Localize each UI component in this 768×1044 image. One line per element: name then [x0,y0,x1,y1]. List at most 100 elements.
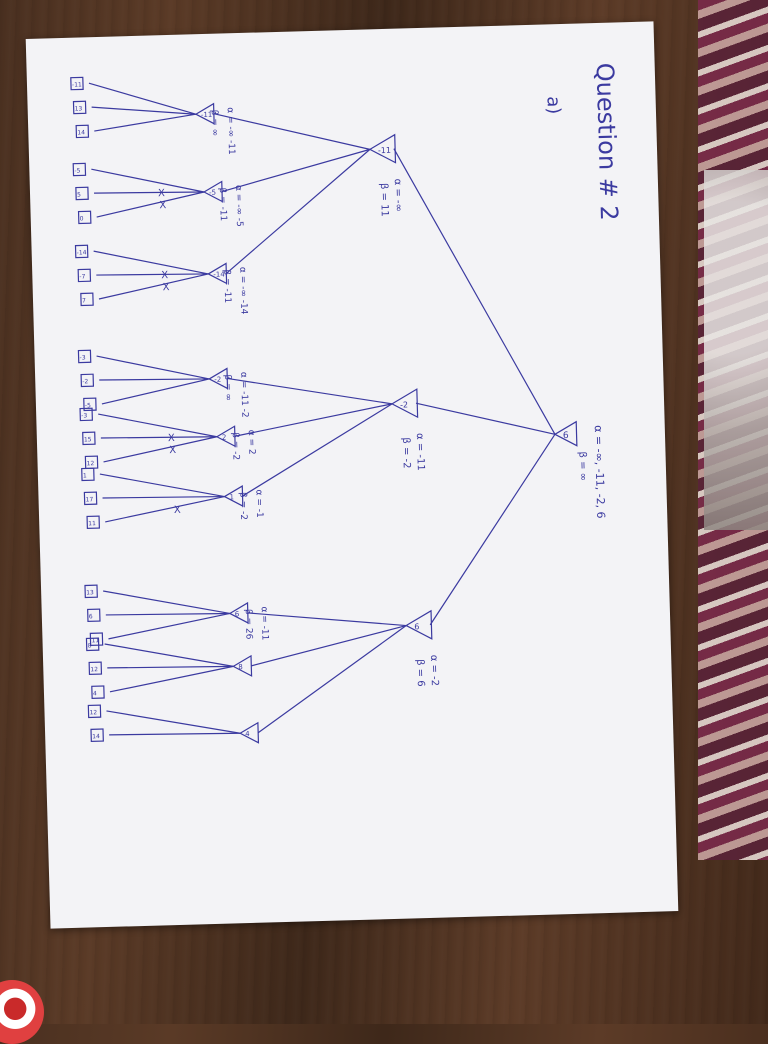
l2-node [232,654,253,677]
l2-alpha: α = -11 [259,606,270,640]
leaf-value: -3 [81,412,87,419]
edge-root-l1 [429,433,556,626]
l2-value: -5 [209,189,216,197]
l2-value: 6 [235,610,240,618]
leaf-value: 8 [88,642,92,649]
edge-l2-leaf [107,665,234,669]
edge-l1-l2 [242,403,393,497]
l2-node [202,180,223,203]
edge-l1-l2 [257,625,407,734]
leaf-value: -2 [82,378,88,385]
question-heading: Question # 2 [591,62,623,221]
edge-l1-l2 [227,377,393,405]
edge-l2-leaf [108,612,230,640]
l2-alpha: α = -∞ -14 [237,267,248,315]
edge-l2-leaf [103,590,230,615]
leaf-value: 17 [85,496,93,503]
edge-l2-leaf [91,106,196,115]
leaf-box [82,431,96,446]
leaf-value: 5 [77,191,81,198]
leaf-box [74,244,89,259]
l2-alpha: α = -1 [253,489,264,517]
edge-l2-leaf [96,355,210,380]
leaf-value: 14 [77,129,85,136]
l2-value: 8 [238,663,243,671]
prune-mark: X [174,505,181,516]
l2-alpha: α = -∞ -5 [233,185,244,227]
edge-l2-leaf [101,378,210,405]
edge-l2-leaf [99,473,225,498]
l2-node [223,485,244,508]
edge-l2-leaf [96,191,205,218]
prune-mark: X [159,200,166,211]
leaf-box [89,632,104,646]
edge-l2-leaf [109,732,241,736]
leaf-value: -5 [85,402,91,409]
edge-l1-l2 [213,113,371,150]
leaf-box [83,491,98,506]
leaf-value: 7 [82,297,86,304]
edge-l2-leaf [102,495,225,499]
l1-beta: β = 11 [378,183,390,217]
leaf-value: -3 [80,354,86,361]
edge-l2-leaf [91,168,205,193]
edge-l2-leaf [100,436,217,439]
leaf-box [75,186,89,201]
prune-mark: X [161,270,168,281]
l2-value: 4 [245,730,250,738]
leaf-box [83,397,97,412]
leaf-box [86,515,100,530]
l2-beta: β = 26 [243,609,254,640]
leaf-value: 12 [89,709,97,716]
l2-value: 1 [229,493,234,501]
l2-beta: β = -2 [230,432,241,460]
tree-nodes [70,76,578,744]
leaf-box [84,584,98,599]
l2-node [194,102,215,125]
edge-l2-leaf [99,378,210,381]
root-node [553,420,578,447]
leaf-box [87,608,101,623]
leaf-box [81,467,95,482]
leaf-value: 12 [86,460,94,467]
l2-value: -14 [213,270,225,278]
leaf-box [85,637,100,652]
edge-l1-l2 [247,612,407,627]
prune-mark: X [169,445,176,456]
edge-l1-l2 [225,148,371,274]
edge-l2-leaf [105,495,225,523]
leaf-box [88,661,103,676]
leaf-box [72,162,87,177]
leaf-value: 11 [91,637,99,644]
l2-node [228,601,249,624]
l1-alpha: α = -11 [414,433,426,471]
l1-beta: β = 6 [414,659,426,687]
plastic-bag [704,170,768,530]
edge-root-l1 [415,402,556,435]
l2-value: -2 [214,376,221,384]
leaf-value: -11 [72,81,82,88]
edge-l1-l2 [251,624,407,667]
root-beta: β = ∞ [576,451,588,481]
l2-beta: β = ∞ [222,374,233,401]
l2-beta: β = -11 [217,187,228,221]
l1-value: -11 [378,146,391,155]
edge-l2-leaf [106,710,241,734]
leaf-box [90,728,104,742]
edge-l2-leaf [94,113,196,132]
l2-beta: β = ∞ [209,110,220,137]
edge-l2-leaf [105,612,230,616]
l2-value: 2 [222,433,227,441]
leaf-value: 6 [89,613,93,620]
l2-beta: β = -2 [237,492,248,520]
leaf-box [72,100,87,115]
l1-value: -2 [400,400,408,409]
leaf-box [91,685,105,699]
edge-l2-leaf [104,643,234,667]
root-value: 6 [563,431,569,441]
l2-node [238,721,260,744]
leaf-value: 4 [93,690,97,697]
edge-l2-leaf [98,413,217,438]
l1-node [390,388,419,419]
